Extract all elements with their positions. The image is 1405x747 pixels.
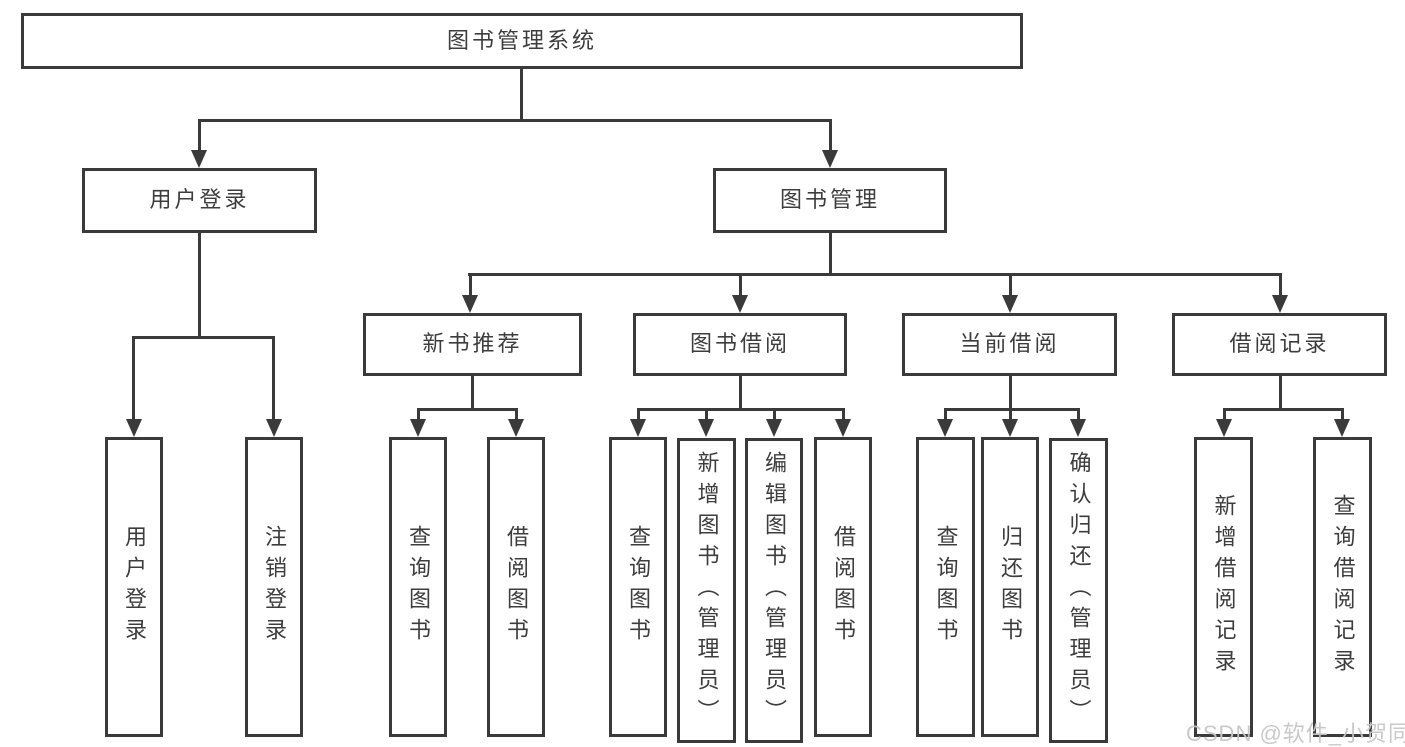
arrowhead-icon [462,295,478,313]
arrowhead-icon [1334,419,1350,437]
node-label: 图书借阅 [689,331,790,357]
node-label: 图书管理系统 [446,27,597,53]
connector-line [520,69,523,119]
connector-line [417,408,420,419]
node-root: 图书管理系统 [21,13,1023,69]
connector-line [272,336,275,419]
node-label: 当前借阅 [959,331,1060,357]
node-leaf-query-books-1: 查询图书 [389,437,447,737]
arrowhead-icon [822,150,838,168]
node-label: 新增借阅记录 [1211,494,1237,680]
node-leaf-edit-books-admin: 编辑图书（管理员） [745,438,803,743]
connector-line [829,119,832,150]
node-label: 借阅图书 [504,525,529,649]
node-label: 编辑图书（管理员） [762,451,787,730]
node-label: 图书管理 [779,187,880,213]
node-book-management: 图书管理 [713,168,947,233]
node-label: 查询图书 [933,525,959,649]
connector-line [773,408,776,419]
connector-line [198,119,201,150]
connector-line [1223,408,1226,419]
node-leaf-add-borrow-record: 新增借阅记录 [1194,437,1253,737]
connector-line [469,273,472,295]
node-label: 归还图书 [998,525,1023,649]
arrowhead-icon [1002,295,1018,313]
connector-line [471,376,474,408]
connector-line [1009,408,1012,419]
connector-line [1009,376,1012,408]
node-user-login: 用户登录 [82,168,317,233]
connector-line [637,408,845,411]
connector-line [1223,408,1344,411]
connector-line [1341,408,1344,419]
connector-line [198,119,832,122]
node-label: 新增图书（管理员） [694,451,720,730]
connector-line [637,408,640,419]
node-label: 新书推荐 [422,331,523,357]
watermark-text: CSDN @软件_小贺同学 [1186,721,1405,746]
node-book-borrow: 图书借阅 [633,313,847,376]
connector-line [1279,376,1282,408]
node-leaf-query-borrow-record: 查询借阅记录 [1313,437,1372,737]
connector-line [198,233,201,336]
node-label: 查询图书 [626,525,651,649]
node-leaf-logout: 注销登录 [245,437,303,737]
arrowhead-icon [630,419,646,437]
connector-line [739,376,742,408]
connector-line [132,336,275,339]
node-label: 注销登录 [262,525,287,649]
node-leaf-borrow-books-1: 借阅图书 [487,437,545,737]
node-label: 确认归还（管理员） [1066,451,1092,730]
arrowhead-icon [266,419,282,437]
node-label: 查询图书 [406,525,431,649]
arrowhead-icon [937,419,953,437]
arrowhead-icon [698,419,714,437]
node-leaf-query-books-2: 查询图书 [609,437,667,737]
node-leaf-query-books-3: 查询图书 [916,437,975,737]
node-leaf-add-books-admin: 新增图书（管理员） [677,438,736,743]
connector-line [739,273,742,295]
arrowhead-icon [835,419,851,437]
arrowhead-icon [1216,419,1232,437]
node-leaf-borrow-books-2: 借阅图书 [814,437,872,737]
node-label: 用户登录 [122,525,147,649]
node-leaf-return-books: 归还图书 [981,437,1039,737]
connector-line [944,408,1080,411]
node-leaf-confirm-return-admin: 确认归还（管理员） [1049,438,1108,743]
node-label: 借阅记录 [1229,331,1330,357]
connector-line [515,408,518,419]
connector-line [417,408,518,411]
node-new-book-recommend: 新书推荐 [363,313,582,376]
node-borrow-records: 借阅记录 [1172,313,1387,376]
arrowhead-icon [1070,419,1086,437]
arrowhead-icon [126,419,142,437]
connector-line [1279,273,1282,295]
connector-line [842,408,845,419]
node-label: 查询借阅记录 [1330,494,1356,680]
arrowhead-icon [1272,295,1288,313]
arrowhead-icon [1002,419,1018,437]
connector-line [1009,273,1012,295]
connector-line [944,408,947,419]
node-label: 用户登录 [149,187,250,213]
node-leaf-user-login: 用户登录 [105,437,163,737]
connector-line [705,408,708,419]
arrowhead-icon [732,295,748,313]
connector-line [829,233,832,273]
connector-line [132,336,135,419]
arrowhead-icon [410,419,426,437]
connector-line [468,273,1282,276]
arrowhead-icon [508,419,524,437]
connector-line [1077,408,1080,419]
node-label: 借阅图书 [831,525,856,649]
node-current-borrow: 当前借阅 [902,313,1117,376]
arrowhead-icon [191,150,207,168]
arrowhead-icon [766,419,782,437]
